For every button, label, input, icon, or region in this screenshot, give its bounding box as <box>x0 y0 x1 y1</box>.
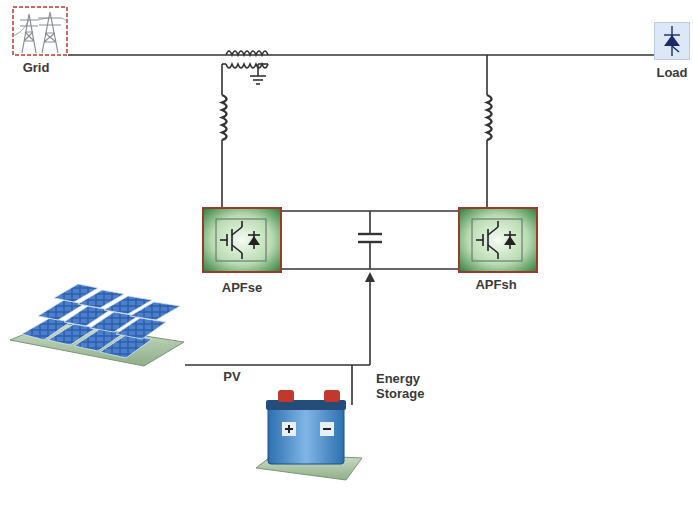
grid-node: Grid <box>12 6 68 56</box>
shunt-apf-box: APFsh <box>458 207 538 273</box>
series-apf-box: APFse <box>202 207 282 273</box>
dc-link-capacitor <box>358 211 382 269</box>
energy-storage: Energy Storage <box>254 384 364 482</box>
node-label: PV <box>223 370 240 385</box>
node-label: APFse <box>222 281 262 296</box>
node-label: Energy Storage <box>376 372 436 402</box>
node-label: Grid <box>23 61 50 76</box>
pv-array: PV <box>8 282 186 368</box>
dc-feed-wire <box>185 272 375 405</box>
wire-connector <box>282 211 458 269</box>
shunt-inductor <box>480 55 496 207</box>
node-label: Load <box>656 66 687 81</box>
wire-connector <box>68 55 654 56</box>
load-node: Load <box>654 22 690 60</box>
series-inductor <box>215 95 231 140</box>
node-label: APFsh <box>475 278 516 293</box>
